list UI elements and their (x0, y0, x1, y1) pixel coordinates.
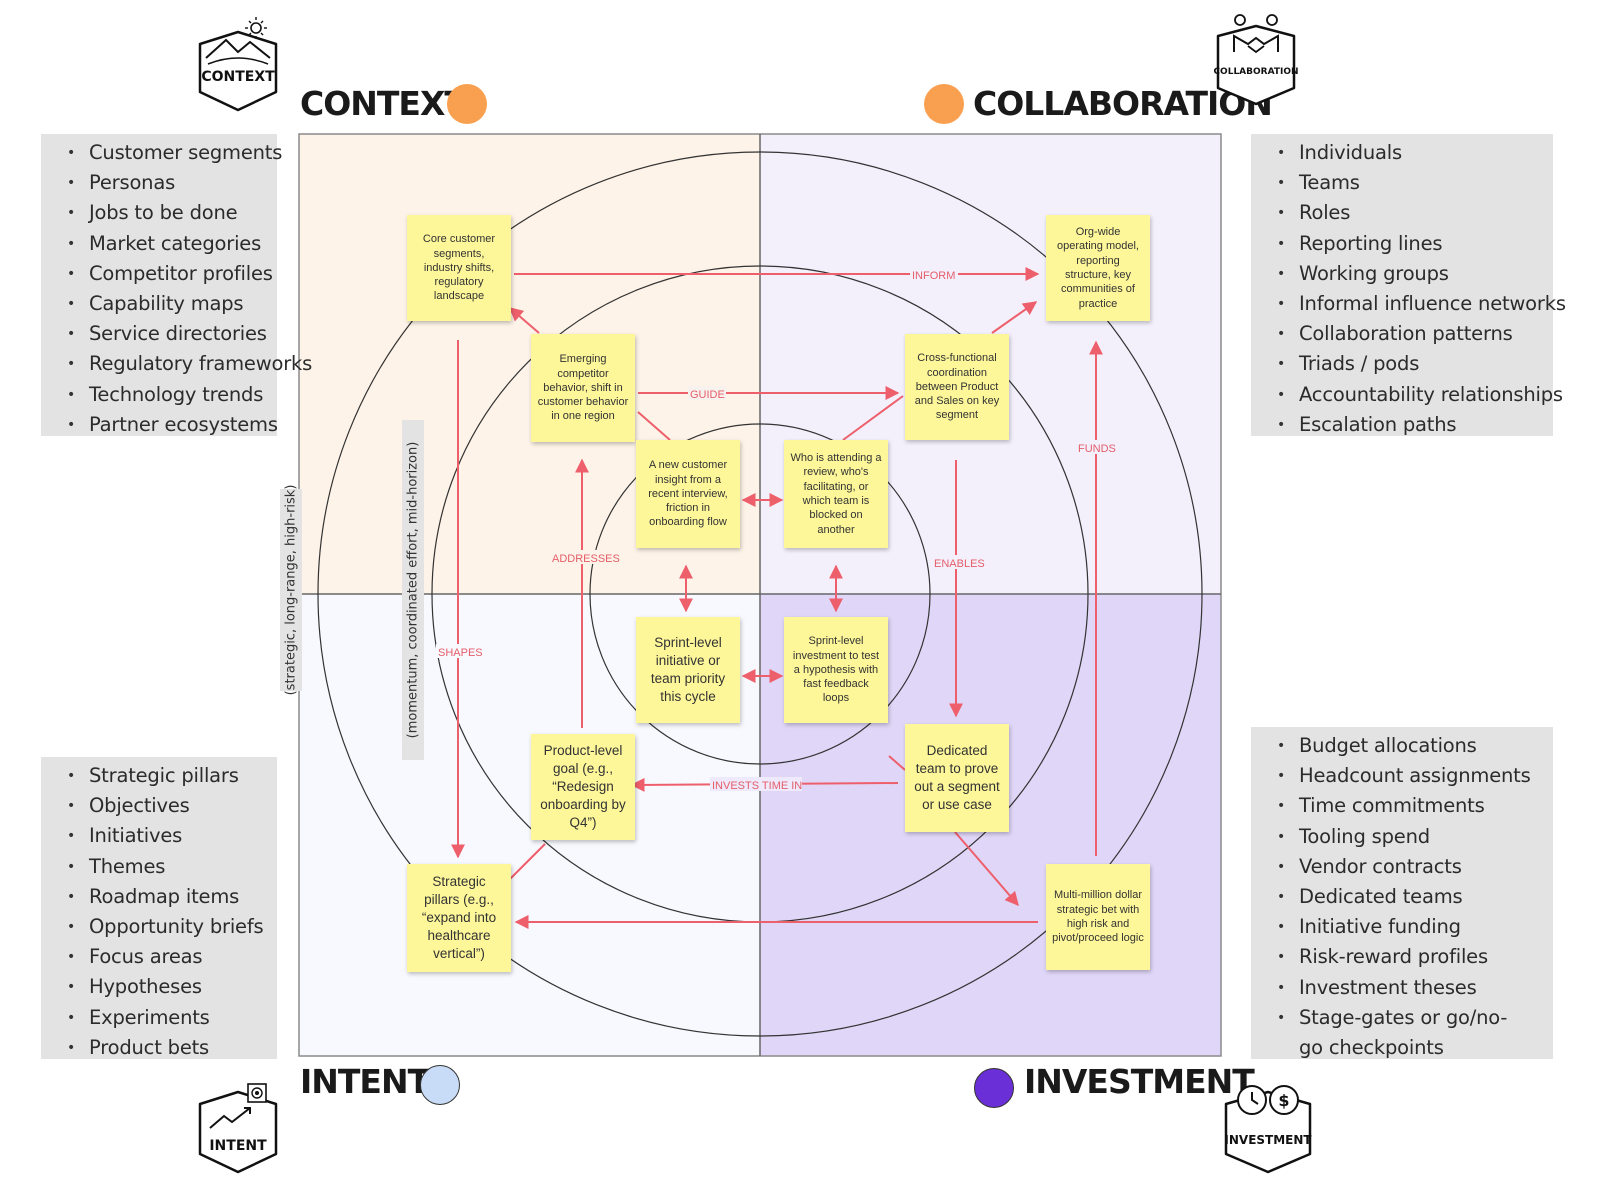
note-org-wide-operating-model: Org-wide operating model, reporting stru… (1046, 215, 1150, 321)
dollar-sign-icon: $ (1278, 1091, 1289, 1110)
arrow-n10-to-n12 (954, 831, 1019, 907)
note-emerging-competitor-behavior: Emerging competitor behavior, shift in c… (531, 334, 635, 442)
intent-list-item: Opportunity briefs (67, 912, 277, 942)
note-product-level-goal: Product-level goal (e.g., “Redesign onbo… (531, 734, 635, 840)
context-list-item: Regulatory frameworks (67, 349, 312, 379)
context-list-item: Jobs to be done (67, 198, 277, 228)
investment-list-item: Dedicated teams (1277, 882, 1553, 912)
context-title: CONTEXT (300, 84, 467, 123)
note-new-customer-insight: A new customer insight from a recent int… (636, 440, 740, 548)
investment-title: INVESTMENT (1024, 1062, 1255, 1101)
connector-n5-n3 (637, 411, 671, 441)
context-list-item: Market categories (67, 229, 277, 259)
context-list-item: Competitor profiles (67, 259, 277, 289)
svg-text:CONTEXT: CONTEXT (201, 69, 275, 85)
edge-label-addresses: ADDRESSES (552, 553, 620, 565)
middle-ring-label: (momentum, coordinated effort, mid-horiz… (402, 420, 424, 760)
collaboration-list-item: Teams (1277, 168, 1553, 198)
investment-list-panel: Budget allocationsHeadcount assignmentsT… (1251, 727, 1553, 1059)
intent-list-item: Initiatives (67, 821, 277, 851)
edge-label-enables: ENABLES (934, 558, 985, 570)
collaboration-list-item: Roles (1277, 198, 1553, 228)
note-strategic-pillars: Strategic pillars (e.g., “expand into he… (407, 864, 511, 972)
note-multi-million-dollar-bet: Multi-million dollar strategic bet with … (1046, 864, 1150, 970)
investment-list-item: Time commitments (1277, 791, 1553, 821)
intent-list-item: Focus areas (67, 942, 277, 972)
investment-list-item: Vendor contracts (1277, 852, 1553, 882)
intent-list-item: Experiments (67, 1003, 277, 1033)
investment-list-item: Tooling spend (1277, 822, 1553, 852)
note-core-customer-segments: Core customer segments, industry shifts,… (407, 215, 511, 321)
svg-text:COLLABORATION: COLLABORATION (1213, 67, 1298, 77)
note-who-is-attending-review: Who is attending a review, who's facilit… (784, 440, 888, 548)
investment-list-item: Investment theses (1277, 973, 1553, 1003)
context-list-item: Technology trends (67, 380, 277, 410)
intent-badge-icon: INTENT (198, 1083, 278, 1174)
edge-label-shapes: SHAPES (438, 647, 483, 659)
investment-list-item: Risk-reward profiles (1277, 942, 1553, 972)
collaboration-dot (924, 84, 964, 124)
collaboration-list-item: Triads / pods (1277, 349, 1553, 379)
context-dot (447, 84, 487, 124)
inner-ring (589, 423, 931, 765)
note-sprint-level-investment: Sprint-level investment to test a hypoth… (784, 617, 888, 723)
investment-list-item: Budget allocations (1277, 731, 1553, 761)
edge-label-guide: GUIDE (690, 389, 725, 401)
context-list-item: Customer segments (67, 138, 282, 168)
intent-list-item: Hypotheses (67, 972, 277, 1002)
investment-list-item: Stage-gates or go/no-go checkpoints (1277, 1003, 1519, 1063)
outer-ring (317, 151, 1203, 1037)
connector-n6-n4 (842, 395, 904, 441)
collaboration-list-item: Reporting lines (1277, 229, 1553, 259)
connector-n11-n9 (509, 843, 546, 880)
investment-list-item: Headcount assignments (1277, 761, 1553, 791)
intent-dot (420, 1065, 460, 1105)
edge-label-invests-time-in: INVESTS TIME IN (712, 780, 802, 792)
arrow-n4-to-n2 (991, 301, 1038, 334)
intent-list-item: Product bets (67, 1033, 277, 1063)
intent-list-item: Roadmap items (67, 882, 277, 912)
collaboration-list-item: Accountability relationships (1277, 380, 1563, 410)
note-sprint-level-initiative: Sprint-level initiative or team priority… (636, 617, 740, 723)
svg-text:INTENT: INTENT (209, 1138, 267, 1154)
context-badge-icon: CONTEXT (198, 17, 278, 112)
arrow-n3-to-n1 (508, 307, 540, 334)
intent-title: INTENT (300, 1062, 430, 1101)
collaboration-badge-icon: COLLABORATION (1213, 14, 1299, 106)
investment-dot (974, 1068, 1014, 1108)
investment-badge-icon: $ INVESTMENT (1224, 1085, 1312, 1174)
context-list-panel: Customer segmentsPersonasJobs to be done… (41, 134, 312, 440)
collaboration-list-item: Individuals (1277, 138, 1553, 168)
note-dedicated-team: Dedicated team to prove out a segment or… (905, 724, 1009, 832)
context-list-item: Partner ecosystems (67, 410, 278, 440)
note-cross-functional-coordination: Cross-functional coordination between Pr… (905, 334, 1009, 440)
context-list-item: Service directories (67, 319, 277, 349)
collaboration-list-panel: IndividualsTeamsRolesReporting linesWork… (1251, 134, 1566, 440)
context-list-item: Personas (67, 168, 277, 198)
connector-n10-corner (888, 755, 906, 771)
intent-list-panel: Strategic pillarsObjectivesInitiativesTh… (41, 757, 277, 1063)
intent-list-item: Strategic pillars (67, 761, 277, 791)
intent-list-item: Objectives (67, 791, 277, 821)
collaboration-list-item: Escalation paths (1277, 410, 1553, 440)
outer-ring-label: (strategic, long-range, high-risk) (280, 485, 302, 695)
investment-list-item: Initiative funding (1277, 912, 1553, 942)
edge-label-funds: FUNDS (1078, 443, 1116, 455)
collaboration-list-item: Collaboration patterns (1277, 319, 1553, 349)
collaboration-list-item: Working groups (1277, 259, 1553, 289)
svg-text:INVESTMENT: INVESTMENT (1224, 1133, 1312, 1147)
intent-list-item: Themes (67, 852, 277, 882)
edge-label-inform: INFORM (912, 270, 955, 282)
collaboration-list-item: Informal influence networks (1277, 289, 1566, 319)
context-list-item: Capability maps (67, 289, 277, 319)
